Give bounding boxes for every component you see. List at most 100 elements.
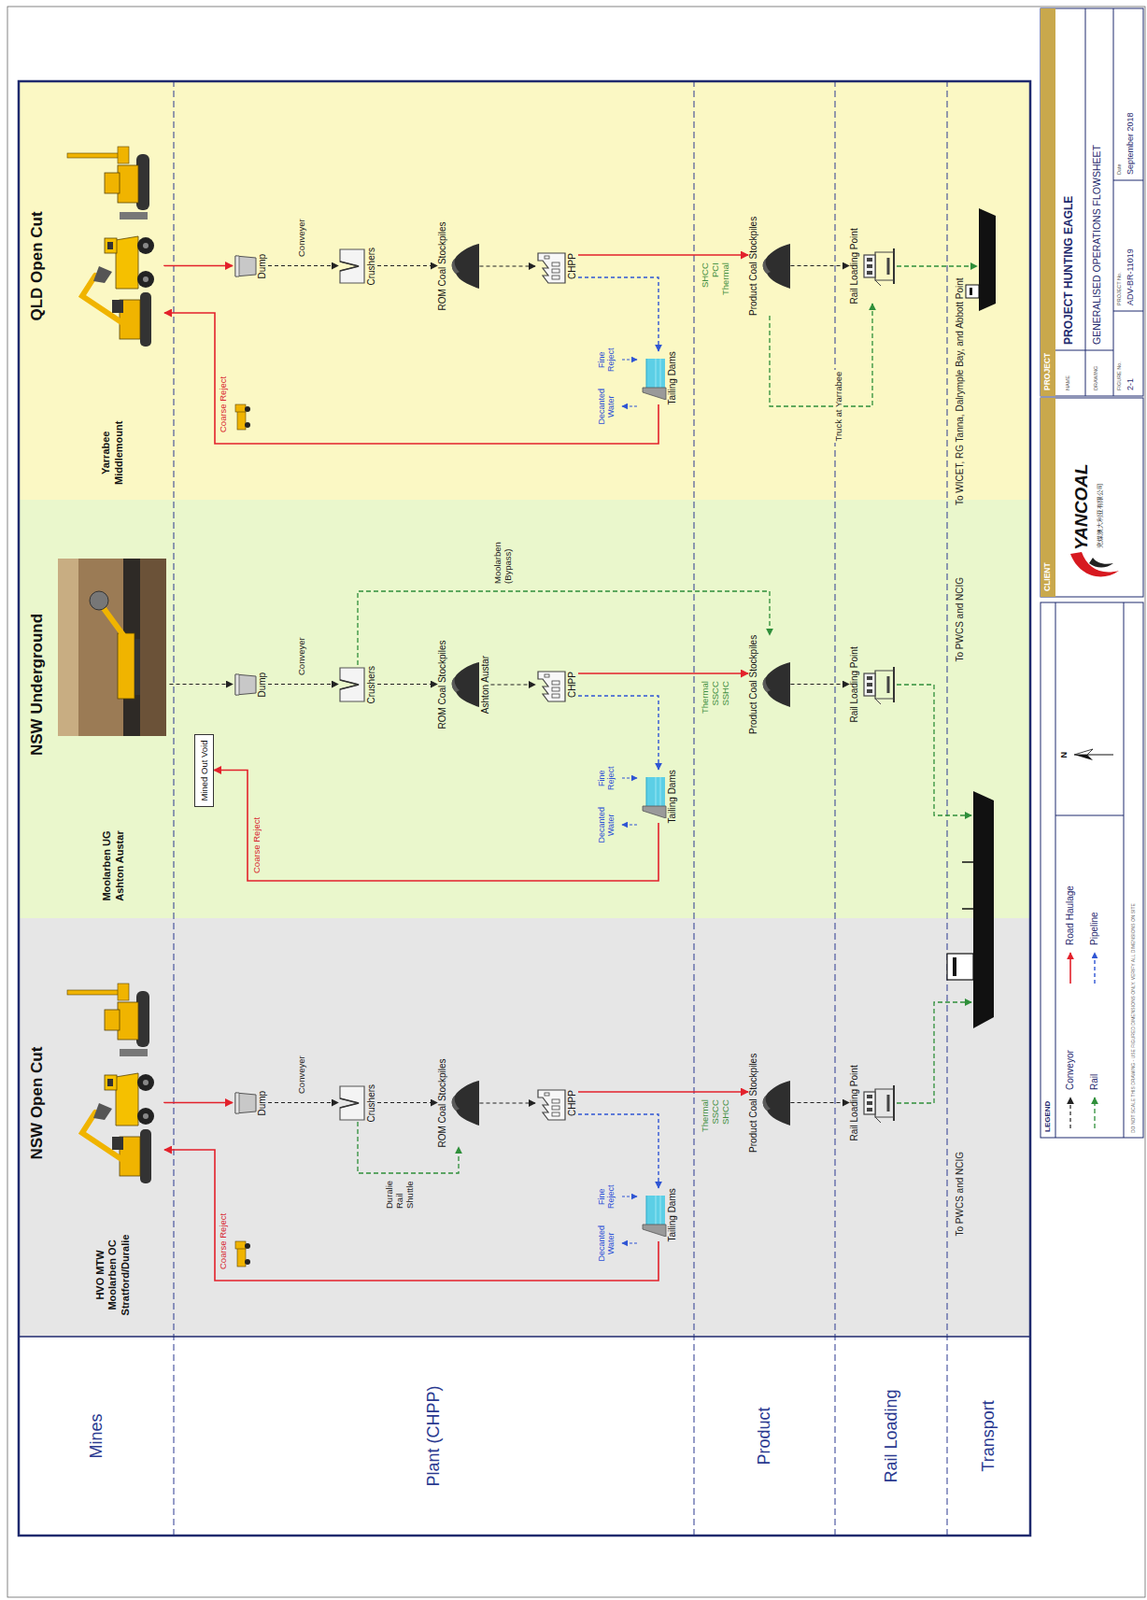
tailing-dam-node: Tailing Dams (638, 769, 679, 823)
flow-connector (578, 1114, 659, 1189)
node-label: Dump (256, 672, 269, 698)
legend-text: Pipeline (1089, 911, 1100, 946)
annotation: 兖煤澳大利亚有限公司 (1096, 482, 1105, 549)
edge-label: Duralie Rail Shuttle (384, 1178, 416, 1211)
row-label-cell: Mines (18, 1336, 174, 1536)
annotation: Fine Reject (597, 347, 617, 372)
node-label: Ashton Austar (480, 655, 492, 714)
equipment-icon (638, 1193, 667, 1237)
edge-label: Coarse Reject (218, 1211, 229, 1272)
flow-connector (480, 265, 536, 268)
equipment-icon (638, 775, 667, 819)
column-band: QLD Open CutYarrabee MiddlemountDumpCrus… (18, 81, 1031, 500)
flow-connector (578, 1090, 749, 1093)
legend-text: Rail (1089, 1074, 1100, 1091)
annotation: Fine Reject (597, 1184, 617, 1209)
edge-label: Coarse Reject (252, 815, 263, 876)
annotation: Thermal SSCC SSHC (700, 680, 732, 714)
flow-connector (491, 683, 536, 686)
node-label: Rail Loading Point (849, 227, 861, 304)
flow-connector (791, 683, 850, 686)
annotation: LEGEND (1043, 1101, 1052, 1133)
column-band: NSW Open CutHVO MTW Moolarben OC Stratfo… (18, 918, 1031, 1337)
equipment-icon (860, 246, 896, 286)
equipment-icon (759, 660, 792, 709)
edge-label: Truck at Yarrabee (834, 369, 845, 444)
equipment-icon (338, 665, 367, 704)
equipment-icon (338, 1084, 367, 1122)
ship (965, 208, 996, 312)
dump-node: Dump (232, 672, 269, 698)
flow-connector (268, 683, 339, 685)
edge-label: Conveyer (297, 216, 308, 259)
annotation: DO NOT SCALE THIS DRAWING - USE FIGURED … (1130, 903, 1136, 1133)
tailing-dam-node: Tailing Dams (638, 351, 679, 405)
client-box (1040, 397, 1144, 597)
annotation: PROJECT (1042, 353, 1052, 391)
annotation: Fine Reject (597, 765, 617, 791)
equipment-icon (860, 665, 896, 705)
equipment-icon (759, 1078, 792, 1128)
annotation: Decanted Water (597, 1225, 617, 1262)
node-label: Product Coal Stockpiles (748, 216, 760, 316)
edge-label: Conveyer (297, 1053, 308, 1096)
flow-connector (377, 1102, 438, 1104)
node-label: CHPP (566, 671, 579, 698)
equipment-icon (448, 660, 481, 709)
node-label: Tailing Dams (666, 351, 679, 405)
flow-connector (357, 591, 770, 666)
sheet-border (7, 6, 1146, 1598)
mine-names: HVO MTW Moolarben OC Stratford/Duralie (94, 1228, 133, 1322)
stockpile-node: Product Coal Stockpiles (748, 635, 792, 735)
column-title: QLD Open Cut (28, 211, 47, 321)
equipment-icon (860, 1083, 896, 1123)
legend-text: Conveyor (1064, 1049, 1076, 1091)
equipment-icon (232, 673, 257, 696)
ship (947, 791, 994, 1029)
mine-site: Yarrabee Middlemount (61, 130, 165, 491)
flow-connector (164, 1149, 659, 1281)
annotation: GENERALISED OPERATIONS FLOWSHEET (1090, 144, 1103, 345)
flow-connector (578, 672, 749, 675)
flow-connector (791, 265, 850, 268)
equipment-icon (448, 1078, 481, 1128)
row-label-cell: Plant (CHPP) (173, 1336, 694, 1536)
crusher-node: Crushers (338, 1084, 378, 1123)
rail-loading-node: Rail Loading Point (849, 1064, 896, 1141)
row-label-cell: Product (693, 1336, 836, 1536)
node-label: Rail Loading Point (849, 646, 861, 723)
flow-connector (213, 770, 659, 882)
node-label: Dump (256, 254, 269, 280)
mine-names: Moolarben UG Ashton Austar (100, 828, 128, 904)
flow-connector (268, 265, 339, 267)
column-title: NSW Underground (28, 613, 47, 756)
row-dividers (173, 81, 948, 1536)
stockpile-node: Product Coal Stockpiles (748, 216, 792, 316)
chpp-node: CHPP (535, 1084, 579, 1122)
annotation: Decanted Water (597, 807, 617, 844)
node-label: Crushers (366, 1084, 378, 1123)
rail-loading-node: Rail Loading Point (849, 646, 896, 723)
equipment-icon (535, 247, 567, 285)
flow-connector (169, 683, 233, 686)
flow-connector (578, 695, 659, 770)
annotation: To PWCS and NCIG (954, 577, 965, 663)
mine-site: Moolarben UG Ashton Austar (57, 549, 170, 909)
flow-connector (164, 312, 659, 444)
legend-frame (1040, 602, 1144, 1138)
annotation: YANCOAL (1071, 463, 1092, 551)
row-label-cell: Rail Loading (835, 1336, 948, 1536)
equipment-icon (535, 665, 567, 704)
equipment-icon (232, 254, 257, 278)
column-band: NSW UndergroundMoolarben UG Ashton Austa… (18, 499, 1031, 919)
node-label: Tailing Dams (666, 1188, 679, 1242)
annotation: To PWCS and NCIG (954, 1151, 965, 1237)
flow-connector (769, 303, 873, 407)
row-label: Mines (86, 1414, 107, 1459)
node-label: Product Coal Stockpiles (748, 635, 760, 735)
flow-connector (164, 265, 233, 268)
rail-lines (896, 266, 978, 1104)
flow-connector (480, 1102, 536, 1105)
